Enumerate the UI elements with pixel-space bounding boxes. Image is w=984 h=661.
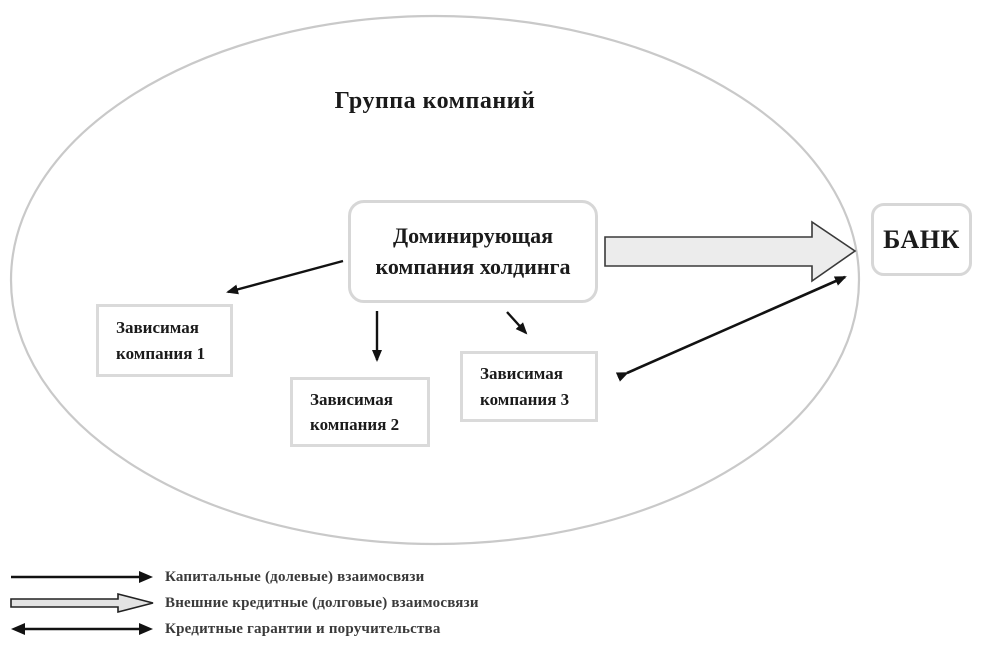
dependent-company-2-box: Зависимая компания 2 [290, 377, 430, 447]
thin-arrow-icon [8, 568, 158, 586]
guarantee-double-arrow [615, 275, 847, 382]
credit-block-arrow-to-bank [604, 220, 857, 283]
group-title: Группа компаний [334, 88, 536, 114]
dependent-company-3-label: Зависимая компания 3 [480, 364, 570, 409]
capital-arrow-to-company1 [226, 259, 344, 295]
block-arrow-icon [8, 591, 158, 615]
dependent-company-1-box: Зависимая компания 1 [96, 304, 233, 377]
double-arrow-icon [8, 620, 158, 638]
legend-item-capital: Капитальные (долевые) взаимосвязи [8, 564, 708, 590]
bank-label: БАНК [883, 224, 960, 254]
legend-item-guarantees: Кредитные гарантии и поручительства [8, 616, 708, 642]
dependent-company-1-label: Зависимая компания 1 [116, 318, 206, 363]
dependent-company-2-label: Зависимая компания 2 [310, 389, 400, 435]
legend-label-external-credit: Внешние кредитные (долговые) взаимосвязи [165, 594, 479, 611]
legend-label-capital: Капитальные (долевые) взаимосвязи [165, 568, 425, 585]
capital-arrow-to-company3 [506, 311, 528, 335]
legend-item-external-credit: Внешние кредитные (долговые) взаимосвязи [8, 590, 708, 616]
group-boundary-ellipse [9, 14, 861, 546]
dependent-company-3-box: Зависимая компания 3 [460, 351, 598, 422]
legend-label-guarantees: Кредитные гарантии и поручительства [165, 620, 441, 637]
dominant-company-box: Доминирующая компания холдинга [348, 200, 598, 303]
dominant-company-label: Доминирующая компания холдинга [375, 222, 571, 279]
bank-box: БАНК [871, 203, 972, 276]
legend: Капитальные (долевые) взаимосвязи Внешни… [8, 564, 708, 642]
